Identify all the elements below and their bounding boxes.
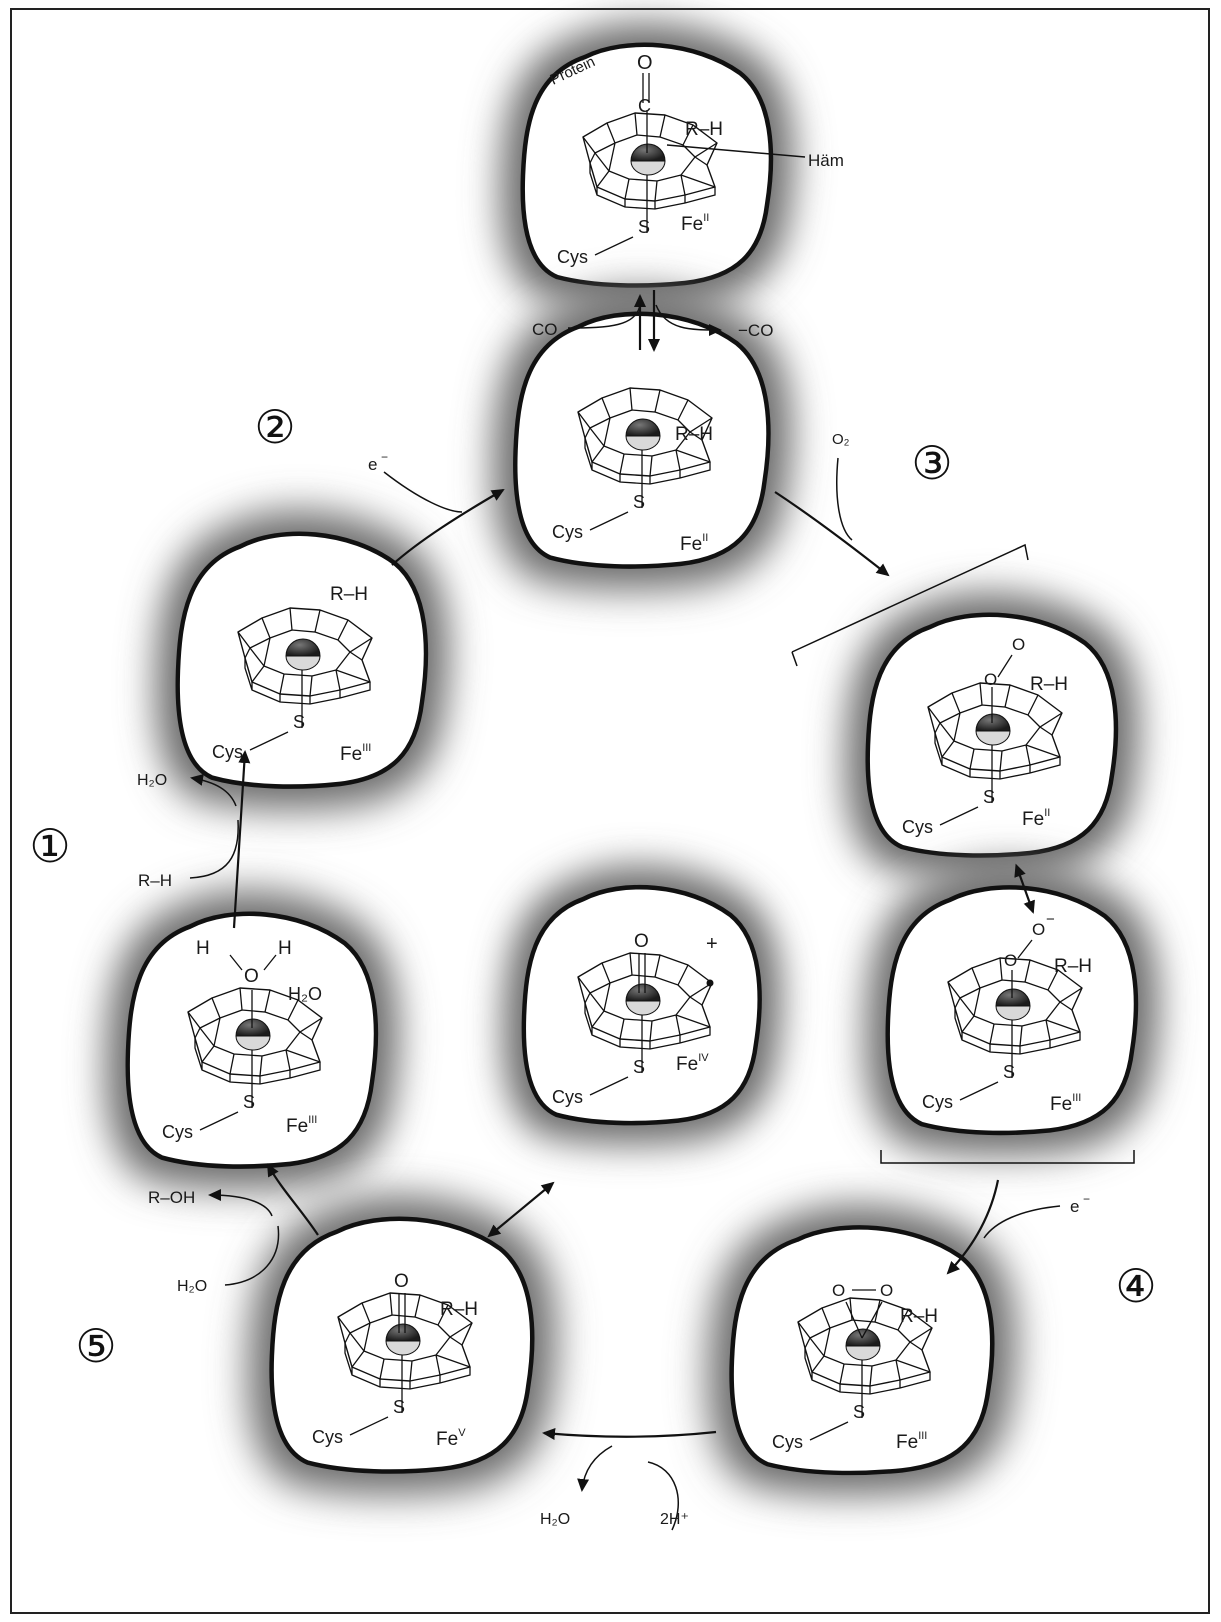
fe-oxidation-state: III [1072,1092,1081,1104]
substrate-label: R–H [330,584,368,605]
sulfur-label: S [633,1057,645,1077]
oxygen-label: O [634,931,649,952]
fe-symbol: Fe [681,214,703,235]
haem-label: Häm [808,151,844,170]
fe-symbol: Fe [680,534,702,555]
cys-label: Cys [902,817,933,837]
water-label: H₂O [540,1511,570,1528]
step-number-5: ⑤ [75,1319,116,1373]
step-number-3: ③ [911,436,952,490]
oxygen-label: O [984,670,997,689]
substrate-in-label: R–H [138,871,172,890]
electron-label: e [1070,1197,1079,1216]
fe-oxidation-state: III [918,1430,927,1442]
heterolysis-arrow [544,1432,716,1437]
fe-oxidation-state: IV [698,1052,709,1064]
water-label: H₂O [137,772,167,789]
step-number-2: ② [254,400,295,454]
o2-binding-arrow [775,492,888,575]
fe-oxidation-state: V [458,1427,466,1439]
step-number-1: ① [29,819,70,873]
oxygen-label: O [637,52,653,74]
electron-curve-1 [384,472,462,512]
cys-label: Cys [162,1122,193,1142]
oxygen-label: O [832,1281,845,1300]
water-label: H₂O [288,984,322,1004]
state-oxo: S Cys O R–H FeV [248,1196,556,1494]
fe-oxidation-state: II [702,532,708,544]
sulfur-label: S [638,217,650,237]
fe-symbol: Fe [436,1429,458,1450]
fe-symbol: Fe [286,1116,308,1137]
o2-curve [837,458,852,540]
electron-charge: − [381,450,388,464]
alcohol-out-curve [210,1195,272,1216]
oxygen-label: O [1004,951,1017,970]
oxygen-label: O [1032,920,1045,939]
hydrogen-label: H [196,938,210,959]
fe-symbol: Fe [676,1054,698,1075]
cys-label: Cys [312,1427,343,1447]
electron-label: e [368,455,377,474]
sulfur-label: S [1003,1062,1015,1082]
cation-charge: + [706,933,718,955]
electron-curve-2 [984,1206,1060,1238]
sulfur-label: S [983,787,995,807]
fe-oxidation-state: II [1044,807,1050,819]
fe-oxidation-state: III [308,1114,317,1126]
cys-label: Cys [552,1087,583,1107]
sulfur-label: S [243,1092,255,1112]
resonance-arrow-oxo [495,1183,553,1231]
step-number-4: ④ [1115,1259,1156,1313]
fe-oxidation-state: III [362,742,371,754]
cys-label: Cys [772,1432,803,1452]
cys-label: Cys [212,742,243,762]
fe-symbol: Fe [1022,809,1044,830]
state-radical: S Cys O + FeIV [503,866,781,1144]
sulfur-label: S [293,712,305,732]
fe-symbol: Fe [340,744,362,765]
co-out-label: −CO [738,321,773,340]
oxygen-label: O [1012,635,1025,654]
state-carbonyl: S Cys C O R–H FeII [501,23,805,307]
radical-dot [707,980,714,987]
cys-label: Cys [557,247,588,267]
co-in-label: CO [532,320,558,339]
sulfur-label: S [393,1397,405,1417]
oxygen-label: O [880,1281,893,1300]
sulfur-label: S [633,492,645,512]
substrate-label: R–H [900,1306,938,1327]
o2-label: O₂ [832,431,850,448]
charge-label: − [1046,911,1055,928]
fe-symbol: Fe [1050,1094,1072,1115]
substrate-label: R–H [1054,956,1092,977]
fe-symbol: Fe [896,1432,918,1453]
hydrogen-label: H [278,938,292,959]
water-out-curve [582,1446,612,1490]
state-peroxo: S Cys O O R–H FeIII [708,1205,1016,1495]
protons-label: 2H⁺ [660,1511,689,1528]
fe-oxidation-state: II [703,212,709,224]
water-label: H₂O [177,1278,207,1295]
cys-label: Cys [552,522,583,542]
substrate-label: R–H [440,1299,478,1320]
state-oxy: S Cys OO R–H FeII [846,593,1139,877]
oxygen-label: O [394,1271,409,1292]
substrate-label: R–H [1030,674,1068,695]
oxygen-label: O [244,966,259,987]
substrate-label: R–H [685,119,723,140]
alcohol-label: R–OH [148,1188,195,1207]
cys-label: Cys [922,1092,953,1112]
substrate-label: R–H [675,424,713,445]
carbon-label: C [638,96,651,116]
substrate-in-curve [190,820,238,878]
electron-charge: − [1083,1192,1090,1206]
sulfur-label: S [853,1402,865,1422]
